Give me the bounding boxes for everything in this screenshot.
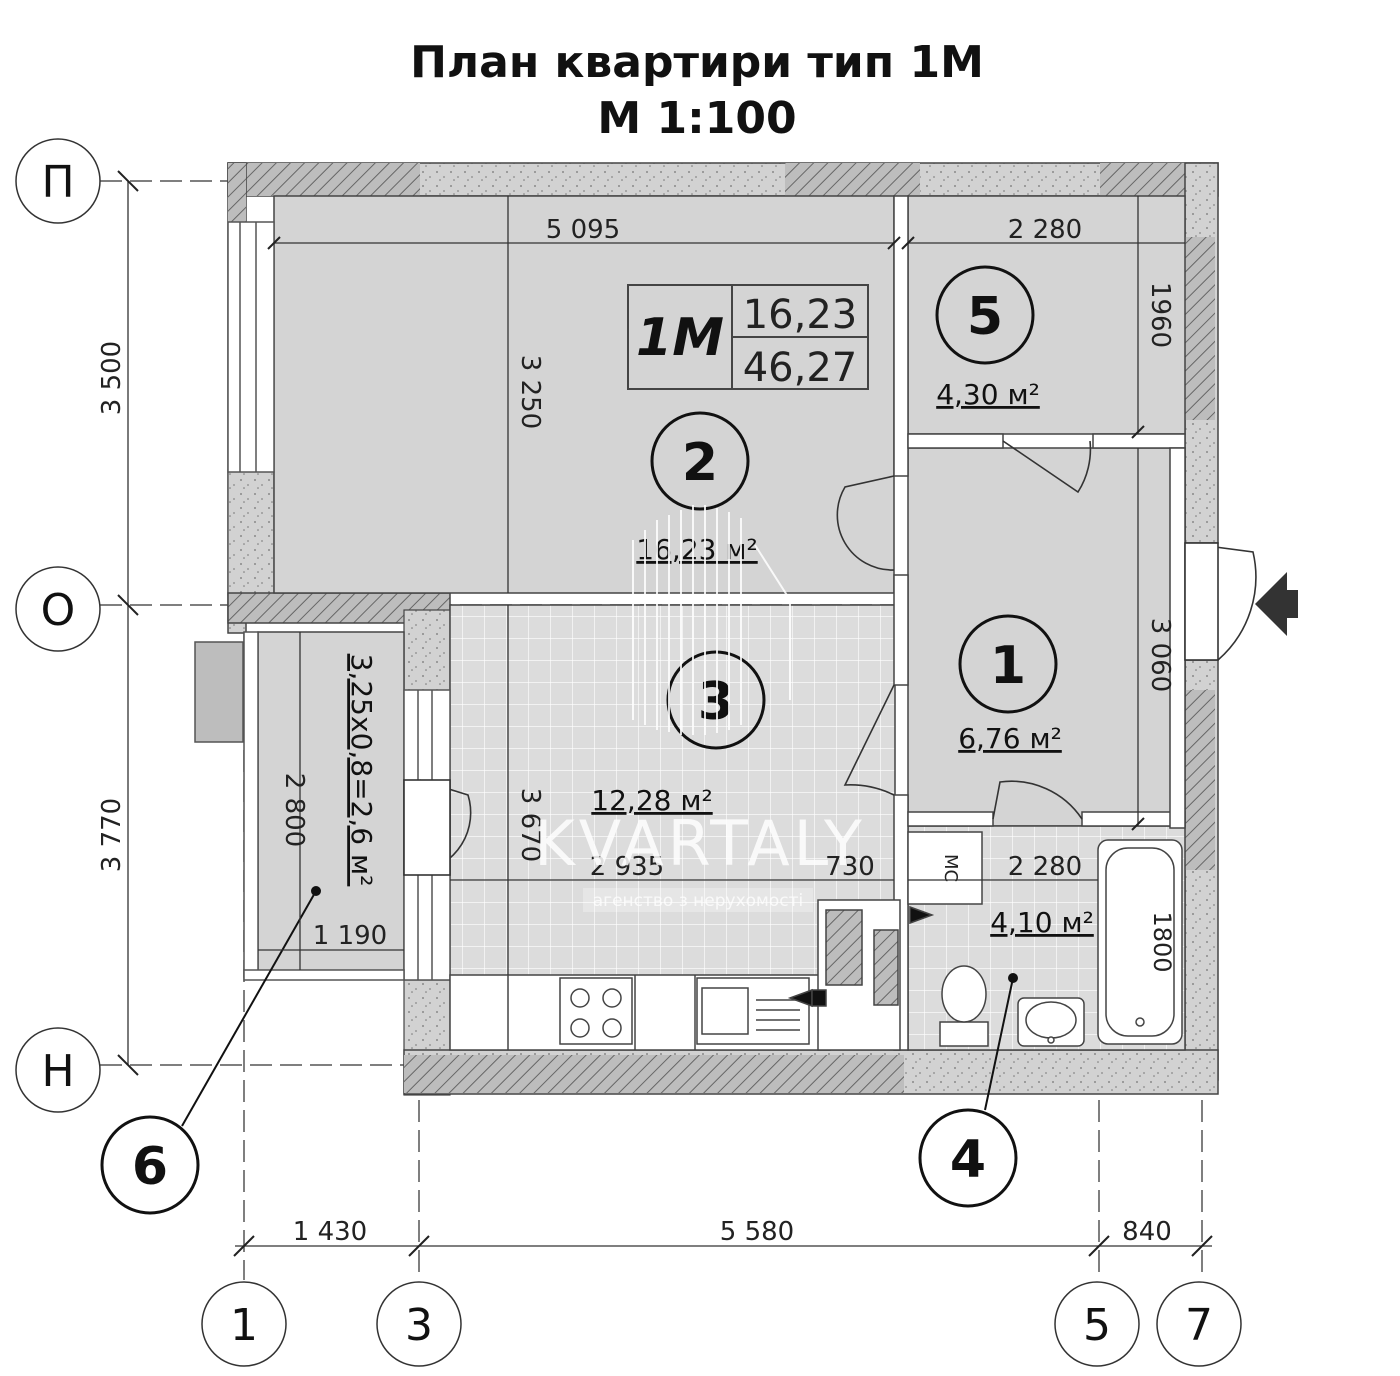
axis-P-label: П	[41, 157, 74, 208]
dim-hall-depth: 3 060	[1145, 618, 1175, 692]
dim-bottom-1-3: 1 430	[293, 1217, 367, 1247]
doors	[403, 440, 1257, 876]
dim-balcony-width: 1 190	[313, 921, 387, 951]
room-4-number: 4	[950, 1130, 986, 1190]
dim-kitchen-depth: 3 670	[515, 788, 545, 862]
dim-room5-width: 2 280	[1008, 215, 1082, 245]
axis-P: П	[15, 138, 101, 224]
room-4-area: 4,10 м²	[990, 906, 1094, 939]
room-6-number: 6	[132, 1137, 168, 1197]
walls	[227, 162, 1219, 1096]
room-2-number: 2	[682, 433, 718, 493]
dim-room5-depth: 1960	[1145, 282, 1175, 348]
plan-title: План квартири тип 1М	[410, 37, 984, 88]
room-5-area: 4,30 м²	[936, 378, 1040, 411]
entrance-arrow-icon	[1255, 572, 1298, 636]
wc-label: МС	[940, 854, 961, 882]
dim-room2-depth: 3 250	[515, 355, 545, 429]
watermark: KVARTALY агенство з нерухомості	[534, 505, 866, 912]
dim-kitchen-width: 2 935	[590, 852, 664, 882]
axis-3-label: 3	[405, 1300, 433, 1351]
room-5: 5 4,30 м²	[935, 265, 1040, 411]
watermark-tagline: агенство з нерухомості	[593, 891, 804, 911]
total-area: 46,27	[743, 345, 858, 391]
axis-N: Н	[15, 1027, 101, 1113]
room-4: 4 4,10 м²	[918, 906, 1094, 1208]
room-1-number: 1	[990, 636, 1026, 696]
room-1: 1 6,76 м²	[958, 614, 1062, 755]
room-6: 6 3,25х0,8=2,6 м²	[100, 654, 378, 1215]
kitchen-fixtures	[449, 899, 935, 1051]
axis-1: 1	[201, 1281, 287, 1367]
plan-scale: М 1:100	[597, 93, 796, 144]
room-2-area: 16,23 м²	[636, 533, 757, 566]
axis-O-label: О	[41, 585, 76, 636]
dimension-lines	[127, 181, 1212, 1247]
room-6-area: 3,25х0,8=2,6 м²	[345, 654, 378, 887]
dim-bottom-5-7: 840	[1122, 1217, 1172, 1247]
axis-1-label: 1	[230, 1300, 258, 1351]
dim-bottom-3-5: 5 580	[720, 1217, 794, 1247]
axis-3: 3	[376, 1281, 462, 1367]
kitchen-sink-icon	[696, 977, 810, 1045]
dimension-ticks	[117, 170, 1213, 1257]
living-area: 16,23	[743, 292, 858, 338]
axis-bubbles: П О Н 1 3 5 7	[15, 138, 1242, 1367]
apartment-badge: 1М 16,23 46,27	[627, 284, 869, 391]
axis-7-label: 7	[1185, 1300, 1213, 1351]
room-1-area: 6,76 м²	[958, 722, 1062, 755]
axis-5-label: 5	[1083, 1300, 1111, 1351]
dim-room2-width: 5 095	[546, 215, 620, 245]
dim-bath-width: 2 280	[1008, 852, 1082, 882]
dim-bathtub-length: 1800	[1148, 911, 1176, 972]
dimension-labels: 5 095 2 280 3 250 1960 3 060 3 670 2 935…	[97, 215, 1176, 1247]
axis-7: 7	[1156, 1281, 1242, 1367]
axis-O: О	[15, 566, 101, 652]
bathroom-fixtures: МС	[907, 831, 1183, 1047]
room-floors	[257, 195, 1186, 1051]
dim-left-upper: 3 500	[97, 341, 127, 415]
axis-5: 5	[1054, 1281, 1140, 1367]
apartment-type: 1М	[636, 308, 724, 368]
toilet-icon	[939, 1021, 989, 1047]
watermark-brand: KVARTALY	[534, 807, 866, 880]
wc-box	[907, 831, 983, 905]
room-3-area: 12,28 м²	[591, 784, 712, 817]
stove-icon	[559, 977, 633, 1045]
dim-balcony-length: 2 800	[279, 773, 309, 847]
dim-kitchen-nook: 730	[825, 852, 875, 882]
dim-left-lower: 3 770	[97, 798, 127, 872]
room-5-number: 5	[967, 287, 1003, 347]
axis-N-label: Н	[41, 1046, 74, 1097]
